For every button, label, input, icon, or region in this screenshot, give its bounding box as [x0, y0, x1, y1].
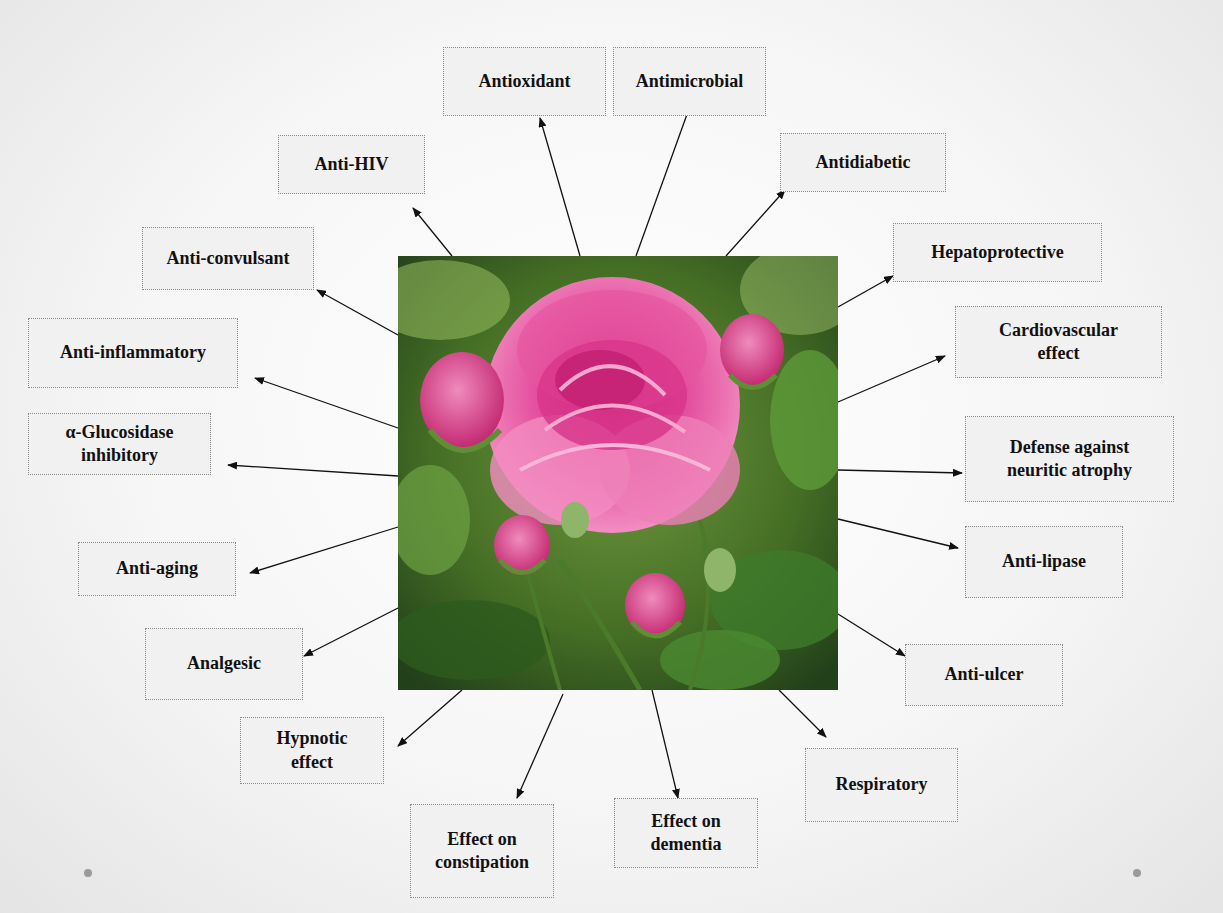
effect-box: Effect on dementia	[614, 798, 758, 868]
leader-arrows	[228, 106, 962, 798]
effect-box: Antimicrobial	[613, 47, 766, 116]
effect-box: Hypnotic effect	[240, 717, 384, 784]
effect-box: Effect on constipation	[410, 804, 554, 898]
effect-label: Defense against neuritic atrophy	[980, 436, 1160, 483]
effect-box: Cardiovascular effect	[955, 306, 1162, 378]
effect-label: Anti-HIV	[314, 153, 388, 176]
corner-dot	[1133, 869, 1141, 877]
effect-box: Anti-convulsant	[142, 227, 314, 290]
effect-box: Antidiabetic	[780, 133, 946, 192]
rose-photo	[398, 256, 838, 690]
effect-box: Anti-inflammatory	[28, 318, 238, 388]
effect-label: Anti-inflammatory	[60, 341, 206, 364]
effect-box: Antioxidant	[443, 47, 606, 116]
effect-box: Anti-lipase	[965, 526, 1123, 598]
effect-label: Anti-ulcer	[945, 663, 1024, 686]
effect-label: Anti-lipase	[1002, 550, 1086, 573]
effect-box: Analgesic	[145, 628, 303, 700]
effect-label: Anti-aging	[116, 557, 198, 580]
effect-label: Cardiovascular effect	[984, 319, 1134, 366]
effect-label: Anti-convulsant	[166, 247, 289, 270]
effect-box: Anti-aging	[78, 542, 236, 596]
effect-label: Antioxidant	[478, 70, 570, 93]
effect-label: Hepatoprotective	[931, 241, 1064, 264]
effect-label: Respiratory	[836, 773, 928, 796]
effect-box: Anti-ulcer	[905, 644, 1063, 706]
effect-box: Defense against neuritic atrophy	[965, 416, 1174, 502]
effect-label: α-Glucosidase inhibitory	[45, 421, 195, 468]
effect-box: Hepatoprotective	[893, 223, 1102, 282]
effect-label: Effect on constipation	[422, 828, 542, 875]
effect-box: Respiratory	[805, 748, 958, 822]
effect-box: α-Glucosidase inhibitory	[28, 413, 211, 475]
effect-box: Anti-HIV	[278, 135, 425, 194]
corner-dot	[84, 869, 92, 877]
effect-label: Antimicrobial	[636, 70, 744, 93]
effect-label: Hypnotic effect	[257, 727, 367, 774]
effect-label: Antidiabetic	[815, 151, 910, 174]
effect-label: Effect on dementia	[626, 810, 746, 857]
effect-label: Analgesic	[187, 652, 261, 675]
